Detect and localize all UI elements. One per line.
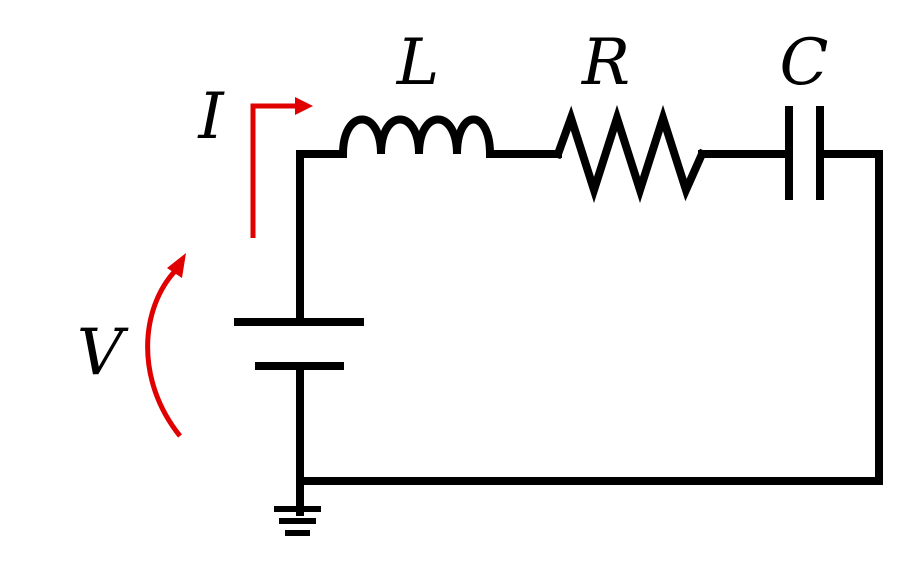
inductor-label: L — [396, 26, 440, 100]
voltage-direction-arrow — [145, 268, 182, 438]
current-direction-arrow — [250, 103, 297, 238]
right-wire — [816, 150, 883, 485]
resistor-symbol — [552, 104, 708, 204]
voltage-arrowhead — [167, 253, 186, 278]
voltage-label: V — [77, 316, 129, 390]
inductor-symbol — [338, 115, 495, 159]
current-arrowhead — [295, 97, 313, 115]
resistor-label: R — [581, 26, 630, 100]
capacitor-label: C — [780, 26, 829, 100]
ground-symbol — [274, 506, 321, 536]
current-label: I — [197, 80, 225, 154]
